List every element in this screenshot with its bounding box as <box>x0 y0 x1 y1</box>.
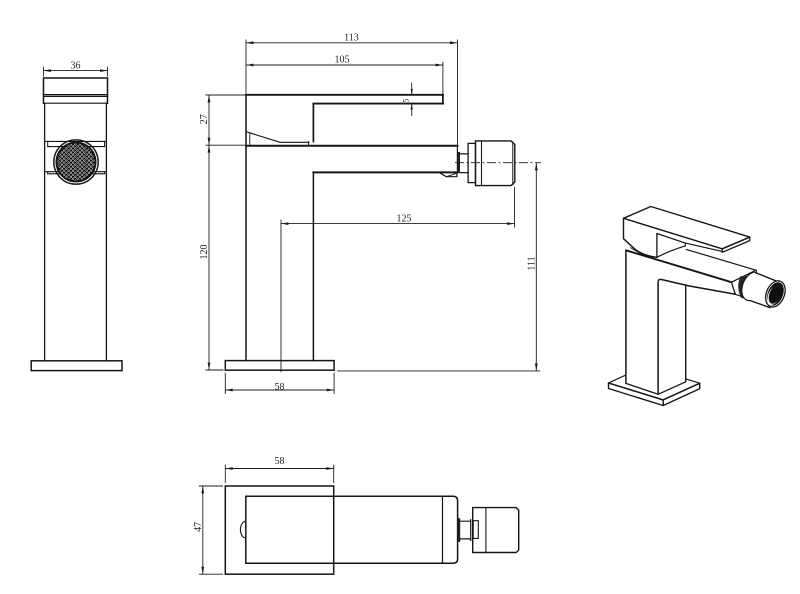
svg-text:120: 120 <box>199 245 210 260</box>
svg-text:125: 125 <box>397 214 412 225</box>
svg-text:111: 111 <box>527 256 538 270</box>
svg-text:58: 58 <box>275 381 285 392</box>
svg-text:105: 105 <box>335 55 350 66</box>
svg-text:47: 47 <box>193 522 204 532</box>
svg-text:58: 58 <box>275 456 285 467</box>
svg-text:36: 36 <box>71 60 81 71</box>
svg-text:5: 5 <box>402 99 411 103</box>
svg-text:113: 113 <box>344 33 359 44</box>
svg-text:27: 27 <box>199 114 210 124</box>
